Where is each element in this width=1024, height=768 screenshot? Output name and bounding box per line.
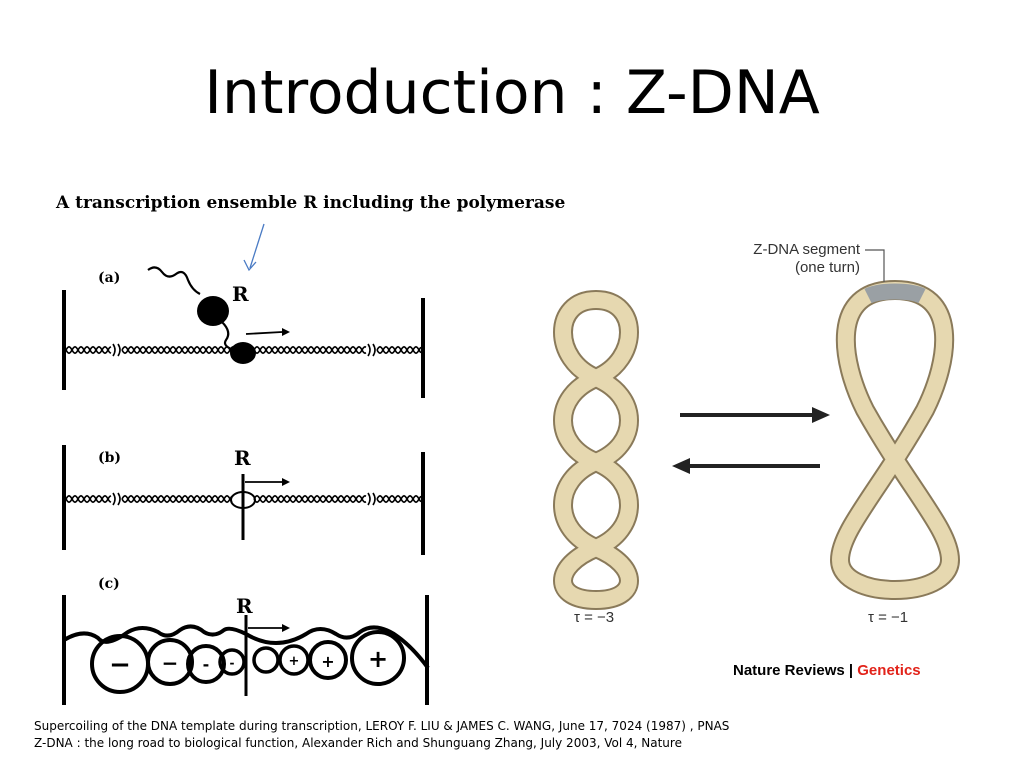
journal-credit: Nature Reviews | Genetics: [733, 662, 921, 679]
supercoil-sign: +: [289, 654, 300, 669]
panel-label-c: (c): [98, 576, 120, 592]
dna-helix-b2: [65, 494, 422, 504]
panel-a: [62, 266, 425, 398]
supercoil-sign: +: [321, 652, 334, 671]
supercoil-sign: -: [230, 656, 235, 670]
strand-fill: [555, 292, 637, 608]
r-label-c: R: [236, 594, 253, 618]
panel-label-b: (b): [98, 450, 122, 466]
journal-suffix: Genetics: [857, 662, 921, 679]
supercoil-loop: [252, 646, 280, 674]
z-dna-segment-label: Z-DNA segment (one turn): [700, 241, 860, 277]
direction-arrow-a: [245, 331, 283, 335]
r-label-b: R: [234, 446, 251, 470]
polymerase-blob-a: [197, 296, 229, 326]
supercoil-loop: [350, 630, 406, 686]
supercoil-loop: [218, 648, 246, 676]
dna-helix-b1: [65, 494, 422, 504]
journal-separator: |: [848, 662, 854, 679]
reference-1: Supercoiling of the DNA template during …: [34, 719, 730, 733]
panel-label-a: (a): [98, 270, 121, 286]
references: Supercoiling of the DNA template during …: [34, 718, 729, 752]
tau-right: τ = −1: [868, 609, 909, 626]
panel-c: − − - - + + +: [62, 595, 430, 705]
tau-left: τ = −3: [574, 609, 615, 626]
supercoil-loop: [308, 640, 348, 680]
panel-b: [62, 445, 425, 555]
z-dna-segment: [864, 283, 926, 304]
rna-strand: [147, 266, 201, 295]
slide-title: Introduction : Z-DNA: [204, 58, 820, 128]
segment-leader-line: [865, 249, 885, 282]
supercoil-sign: -: [203, 655, 210, 674]
twisted-loop-figure: [553, 290, 639, 610]
segment-label-line2: (one turn): [794, 259, 860, 276]
supercoil-loop: [146, 638, 194, 686]
pointer-arrow-line: [249, 223, 265, 269]
segment-label-line1: Z-DNA segment: [753, 241, 860, 258]
supercoil-sign: +: [368, 645, 388, 673]
r-label-a: R: [232, 282, 249, 306]
supercoil-baseline: [62, 624, 430, 670]
pointer-arrow-head: [243, 259, 257, 272]
figure-caption: A transcription ensemble R including the…: [56, 193, 566, 213]
journal-prefix: Nature Reviews: [733, 662, 845, 679]
figure-eight-figure: [830, 249, 960, 600]
reference-2: Z-DNA : the long road to biological func…: [34, 736, 682, 750]
supercoil-sign: −: [109, 650, 131, 680]
polymerase-head-a: [230, 342, 256, 364]
supercoil-loop: [186, 644, 226, 684]
supercoil-sign: −: [162, 651, 179, 675]
